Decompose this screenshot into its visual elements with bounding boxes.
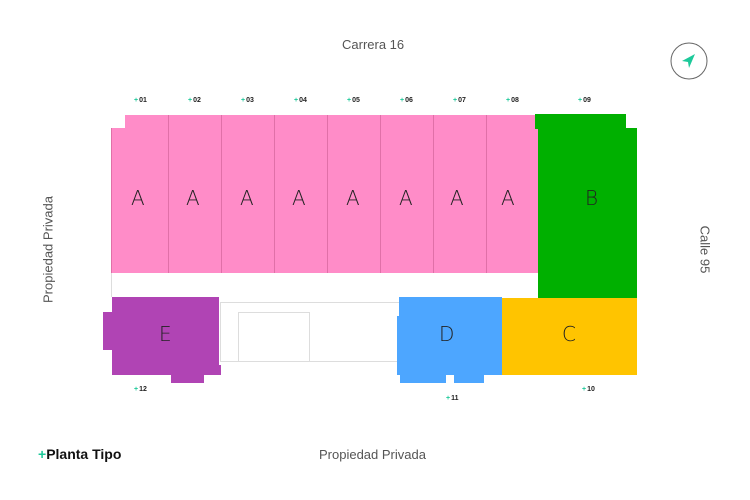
unit-number-02: 02 bbox=[188, 97, 201, 104]
plan-title: +Planta Tipo bbox=[38, 446, 121, 462]
unit-label-a: A bbox=[292, 186, 306, 210]
unit-number-01: 01 bbox=[134, 97, 147, 104]
building-outline bbox=[111, 273, 538, 297]
unit-label-a: A bbox=[501, 186, 515, 210]
unit-label-a: A bbox=[131, 186, 145, 210]
unit-label-a: A bbox=[399, 186, 413, 210]
unit-number-09: 09 bbox=[578, 97, 591, 104]
unit-number-07: 07 bbox=[453, 97, 466, 104]
compass-icon bbox=[670, 42, 708, 80]
unit-number-08: 08 bbox=[506, 97, 519, 104]
unit-label-a: A bbox=[186, 186, 200, 210]
unit-number-11: 11 bbox=[446, 395, 458, 402]
unit-label-c: C bbox=[562, 322, 576, 346]
unit-a-02[interactable] bbox=[168, 115, 221, 273]
unit-label-a: A bbox=[346, 186, 360, 210]
unit-a-08[interactable] bbox=[486, 115, 538, 273]
unit-label-a: A bbox=[240, 186, 254, 210]
unit-a-03[interactable] bbox=[221, 115, 274, 273]
unit-number-10: 10 bbox=[582, 386, 595, 393]
title-text: Planta Tipo bbox=[46, 446, 122, 462]
street-top: Carrera 16 bbox=[342, 37, 405, 52]
unit-number-05: 05 bbox=[347, 97, 360, 104]
unit-a-01[interactable] bbox=[111, 128, 168, 273]
street-bottom: Propiedad Privada bbox=[319, 447, 426, 462]
street-right: Calle 95 bbox=[697, 225, 713, 274]
unit-e[interactable] bbox=[101, 296, 223, 386]
unit-number-03: 03 bbox=[241, 97, 254, 104]
unit-number-06: 06 bbox=[400, 97, 413, 104]
unit-number-12: 12 bbox=[134, 386, 147, 393]
unit-label-d: D bbox=[439, 322, 455, 346]
unit-c[interactable] bbox=[502, 298, 637, 375]
unit-a-07[interactable] bbox=[433, 115, 486, 273]
unit-a-06[interactable] bbox=[380, 115, 433, 273]
unit-label-a: A bbox=[450, 186, 464, 210]
unit-b-body[interactable] bbox=[538, 128, 637, 298]
unit-d[interactable] bbox=[396, 296, 504, 386]
unit-a-05[interactable] bbox=[327, 115, 380, 273]
corridor bbox=[238, 312, 310, 362]
unit-b[interactable] bbox=[535, 114, 626, 129]
street-left: Propiedad Privada bbox=[40, 196, 56, 303]
unit-number-04: 04 bbox=[294, 97, 307, 104]
plus-icon: + bbox=[38, 446, 47, 462]
unit-a-04[interactable] bbox=[274, 115, 327, 273]
unit-label-b: B bbox=[585, 186, 599, 210]
unit-label-e: E bbox=[159, 322, 172, 346]
